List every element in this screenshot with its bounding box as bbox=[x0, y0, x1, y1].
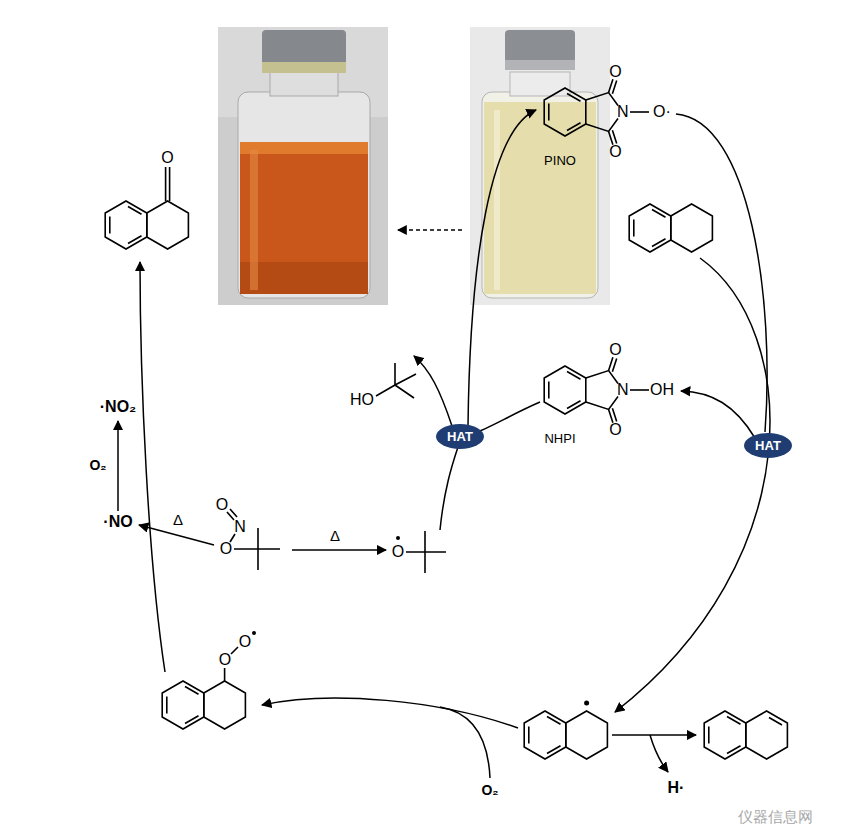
reaction-arrows bbox=[118, 110, 770, 778]
atom-label: O bbox=[216, 497, 228, 513]
atom-label: N bbox=[617, 104, 629, 120]
atom-label: O bbox=[219, 652, 231, 668]
hat-oval: HAT bbox=[436, 424, 484, 449]
nhpi-structure bbox=[544, 357, 649, 422]
atom-label: OH bbox=[650, 382, 674, 398]
atom-label: N bbox=[617, 382, 629, 398]
tetralone bbox=[105, 167, 188, 249]
atom-label: HO bbox=[350, 392, 374, 408]
atom-label: O bbox=[220, 541, 232, 557]
hat-text: HAT bbox=[755, 439, 781, 452]
atom-label: O bbox=[609, 342, 621, 358]
atom-label: O bbox=[609, 144, 621, 160]
tert-butanol bbox=[376, 363, 416, 398]
species-label: ·NO bbox=[103, 514, 132, 530]
hat-text: HAT bbox=[447, 430, 473, 443]
reagent-label: O₂ bbox=[481, 783, 498, 797]
watermark: 仪器信息网 bbox=[738, 809, 813, 824]
atom-label: O bbox=[161, 150, 173, 166]
dihydronaphthalene bbox=[704, 711, 787, 759]
species-label: ·NO₂ bbox=[100, 399, 136, 415]
reagent-label: O₂ bbox=[89, 458, 106, 472]
tetralin bbox=[629, 204, 712, 252]
vial-photo-right bbox=[470, 27, 610, 305]
species-label: H· bbox=[668, 780, 685, 796]
atom-label: O bbox=[239, 634, 251, 650]
atom-label: O bbox=[609, 64, 621, 80]
compound-name: PINO bbox=[544, 154, 576, 167]
dashed-arrow bbox=[398, 229, 462, 230]
atom-label: N bbox=[234, 519, 246, 535]
pino-structure bbox=[544, 79, 649, 144]
tert-butyl-nitrite bbox=[227, 509, 280, 570]
atom-label: O· bbox=[653, 104, 671, 120]
vial-photo-left bbox=[218, 27, 388, 305]
compound-name: NHPI bbox=[544, 432, 575, 445]
heat-symbol: Δ bbox=[173, 512, 183, 527]
tetralinyl-radical bbox=[524, 701, 607, 760]
atom-label: O bbox=[392, 544, 404, 560]
peroxyl-radical bbox=[162, 631, 256, 729]
atom-label: O bbox=[609, 422, 621, 438]
heat-symbol: Δ bbox=[330, 528, 340, 543]
hat-oval: HAT bbox=[744, 433, 792, 458]
